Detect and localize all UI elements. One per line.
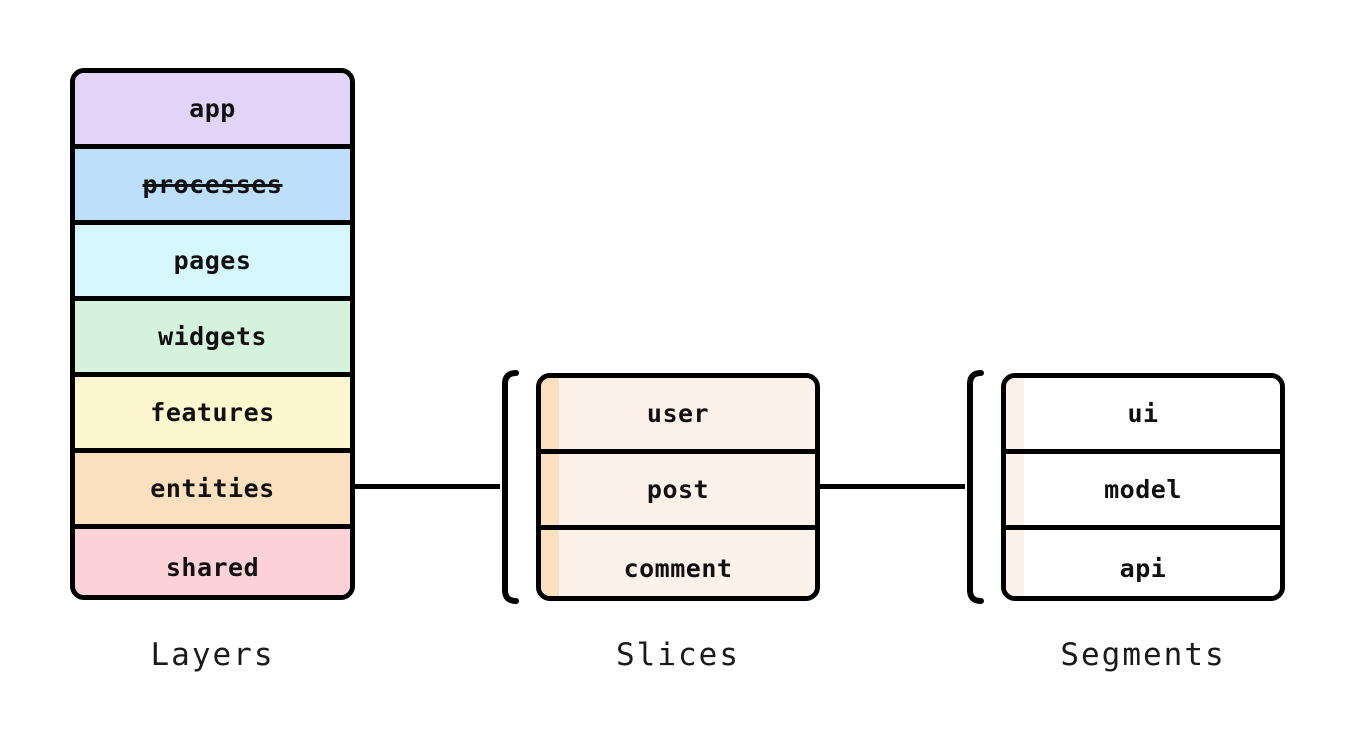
- slices-stack: user post comment: [536, 373, 820, 601]
- layer-row[interactable]: widgets: [75, 301, 350, 377]
- slice-row[interactable]: user: [541, 378, 815, 454]
- segment-row[interactable]: api: [1006, 530, 1280, 596]
- layer-label: widgets: [158, 322, 267, 351]
- slice-row[interactable]: comment: [541, 530, 815, 596]
- segments-stack: ui model api: [1001, 373, 1285, 601]
- layer-label: features: [150, 398, 275, 427]
- layer-row[interactable]: processes: [75, 149, 350, 225]
- layer-row[interactable]: features: [75, 377, 350, 453]
- segment-label: api: [1119, 553, 1167, 583]
- layer-label: app: [189, 94, 236, 123]
- segment-row[interactable]: model: [1006, 454, 1280, 530]
- slices-bracket: [492, 368, 522, 606]
- segment-label: ui: [1127, 399, 1159, 428]
- layer-label: pages: [173, 246, 252, 275]
- caption-slices: Slices: [616, 637, 740, 673]
- layer-row[interactable]: shared: [75, 529, 350, 595]
- connector-entities-to-slices: [352, 484, 500, 489]
- layer-row[interactable]: app: [75, 73, 350, 149]
- segment-accent-stripe: [1006, 530, 1024, 596]
- caption-layers: Layers: [150, 637, 275, 673]
- segment-accent-stripe: [1006, 454, 1024, 525]
- layer-label: processes: [142, 170, 283, 199]
- slice-label: comment: [623, 553, 733, 583]
- segments-bracket: [957, 368, 987, 606]
- connector-post-to-segments: [817, 484, 965, 489]
- layer-row[interactable]: entities: [75, 453, 350, 529]
- slice-label: user: [646, 399, 710, 428]
- slice-accent-stripe: [541, 530, 559, 596]
- slice-accent-stripe: [541, 378, 559, 449]
- segment-accent-stripe: [1006, 378, 1024, 449]
- layer-label: entities: [150, 474, 275, 503]
- caption-segments: Segments: [1060, 637, 1226, 673]
- segment-row[interactable]: ui: [1006, 378, 1280, 454]
- layer-label: shared: [165, 552, 260, 582]
- segment-label: model: [1104, 475, 1182, 504]
- layers-stack: app processes pages widgets features ent…: [70, 68, 355, 600]
- layer-row[interactable]: pages: [75, 225, 350, 301]
- slice-row[interactable]: post: [541, 454, 815, 530]
- slice-label: post: [646, 475, 710, 504]
- slice-accent-stripe: [541, 454, 559, 525]
